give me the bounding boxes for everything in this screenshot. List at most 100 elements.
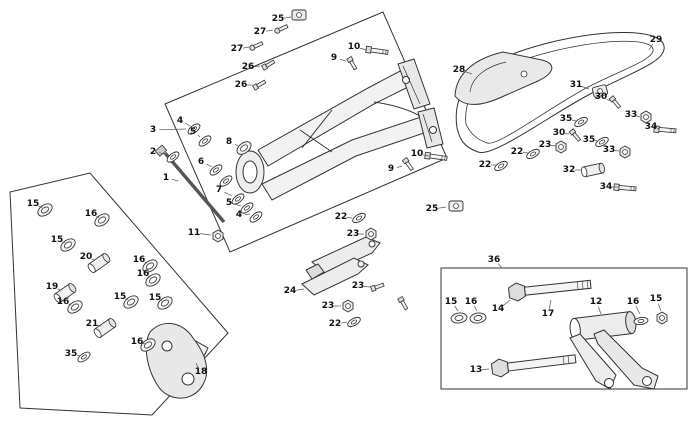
- callout-label: 22: [329, 319, 342, 329]
- callout-label: 20: [80, 252, 93, 262]
- callout-label: 18: [195, 367, 208, 377]
- plate-part-icon: [291, 9, 307, 21]
- callout-leader-line: [199, 233, 212, 236]
- callout-label: 15: [27, 199, 40, 209]
- screw-part-icon: [608, 95, 622, 110]
- callout-label: 12: [590, 297, 603, 307]
- callout-label: 7: [216, 185, 222, 195]
- callout-label: 2: [150, 147, 156, 157]
- boltH-part-icon: [365, 45, 389, 56]
- washer-part-icon: [247, 209, 265, 225]
- adjuster-arm-right: [593, 329, 659, 390]
- sleeveS-part-icon: [580, 162, 606, 178]
- callout-label: 35: [583, 135, 596, 145]
- callout-label: 16: [131, 337, 144, 347]
- callout-label: 27: [231, 44, 244, 54]
- callout-leader-line: [62, 241, 66, 244]
- callout-label: 23: [322, 301, 335, 311]
- callout-label: 23: [539, 140, 552, 150]
- callout-leader-line: [185, 122, 191, 127]
- callout-leader-line: [346, 217, 353, 219]
- nut-part-icon: [555, 140, 567, 154]
- callout-leader-line: [422, 154, 430, 157]
- washer-part-icon: [633, 316, 649, 326]
- callout-label: 15: [114, 292, 127, 302]
- callout-leader-line: [502, 299, 511, 307]
- callout-label: 6: [198, 157, 204, 167]
- callout-label: 8: [226, 137, 232, 147]
- callout-leader-line: [206, 163, 213, 168]
- callout-label: 16: [627, 297, 640, 307]
- callout-leader-line: [522, 152, 529, 154]
- screw-part-icon: [346, 56, 359, 71]
- boltS-part-icon: [248, 40, 264, 52]
- callout-label: 22: [479, 160, 492, 170]
- callout-leader-line: [253, 65, 261, 67]
- callout-leader-line: [171, 178, 179, 182]
- callout-leader-line: [242, 46, 250, 49]
- callout-label: 33: [625, 110, 638, 120]
- callout-leader-line: [158, 152, 167, 155]
- callout-label: 4: [236, 210, 242, 220]
- callout-label: 32: [563, 165, 576, 175]
- callout-label: 27: [254, 27, 267, 37]
- callout-label: 17: [542, 309, 555, 319]
- callout-leader-line: [38, 205, 43, 209]
- callout-leader-line: [195, 362, 199, 368]
- callout-label: 36: [488, 255, 501, 265]
- callout-leader-line: [244, 213, 251, 215]
- callout-leader-line: [437, 206, 447, 209]
- callout-leader-line: [635, 306, 641, 315]
- callout-label: 16: [137, 269, 150, 279]
- callout-label: 15: [650, 294, 663, 304]
- callout-leader-line: [148, 275, 151, 278]
- callout-label: 25: [272, 14, 285, 24]
- callout-leader-line: [142, 342, 146, 345]
- callout-label: 5: [190, 127, 196, 137]
- callout-label: 9: [388, 164, 394, 174]
- callout-label: 21: [86, 319, 99, 329]
- callout-label: 5: [226, 198, 232, 208]
- callout-label: 22: [511, 147, 524, 157]
- chain-outer-loop: [455, 31, 665, 153]
- callout-label: 16: [465, 297, 478, 307]
- ring-part-icon: [468, 311, 488, 325]
- callout-leader-line: [656, 127, 660, 130]
- callout-leader-line: [481, 368, 490, 370]
- nut-part-icon: [342, 299, 354, 313]
- callout-leader-line: [339, 58, 347, 62]
- callout-leader-line: [57, 288, 61, 291]
- callout-label: 22: [335, 212, 348, 222]
- callout-leader-line: [68, 303, 72, 306]
- pivot-bolt-drawing: [154, 144, 226, 224]
- swingarm-drawing: [235, 58, 444, 201]
- screw-part-icon: [402, 157, 415, 172]
- plate-part-icon: [448, 200, 464, 212]
- callout-label: 30: [553, 128, 566, 138]
- callout-label: 15: [51, 235, 64, 245]
- callout-label: 26: [242, 62, 255, 72]
- boltH-part-icon: [424, 151, 448, 162]
- callout-label: 35: [65, 349, 78, 359]
- nut-part-icon: [656, 311, 668, 325]
- boltH-part-icon: [613, 183, 637, 193]
- ring-part-icon: [449, 311, 469, 325]
- callout-label: 14: [492, 304, 505, 314]
- washer-part-icon: [207, 162, 225, 178]
- screw-part-icon: [261, 58, 276, 71]
- callout-label: 10: [411, 149, 424, 159]
- callout-label: 15: [445, 297, 458, 307]
- callout-leader-line: [454, 305, 459, 312]
- callout-leader-line: [548, 299, 552, 310]
- callout-label: 26: [235, 80, 248, 90]
- axle-kit-drawing: [490, 279, 659, 390]
- callout-leader-line: [571, 119, 577, 122]
- washer-part-icon: [196, 133, 214, 149]
- callout-leader-line: [564, 133, 570, 135]
- callout-leader-line: [597, 306, 602, 315]
- washer-part-icon: [75, 349, 93, 365]
- callout-leader-line: [295, 288, 305, 291]
- callout-label: 16: [85, 209, 98, 219]
- washer-part-icon: [572, 115, 590, 129]
- chain-guard-drawing: [454, 31, 665, 153]
